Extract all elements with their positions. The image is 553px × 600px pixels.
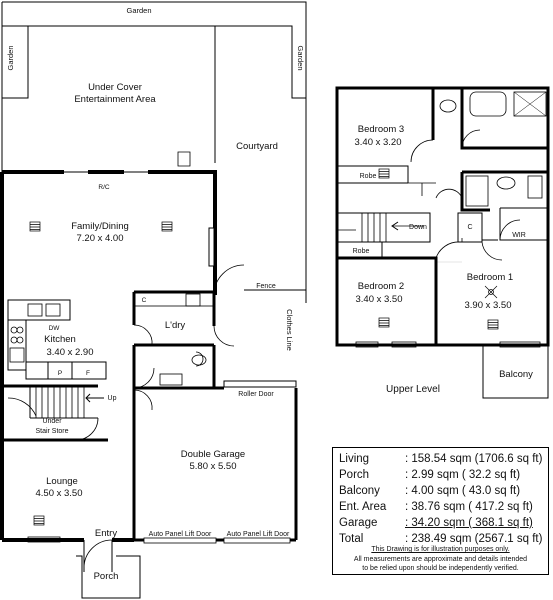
garden-right-label: Garden bbox=[296, 45, 305, 70]
rc-label: R/C bbox=[98, 184, 110, 191]
entertainment-label-1: Under Cover bbox=[88, 82, 142, 93]
down-label: Down bbox=[409, 224, 427, 231]
upper-level-title: Upper Level bbox=[386, 384, 440, 395]
kitchen-dims: 3.40 x 2.90 bbox=[46, 347, 93, 358]
area-value: : 158.54 sqm (1706.6 sq ft) bbox=[405, 453, 543, 465]
bedroom3-name: Bedroom 3 bbox=[358, 124, 404, 135]
disclaimer: This Drawing is for illustration purpose… bbox=[332, 545, 549, 574]
disclaimer-line-3: to be relied upon should be independentl… bbox=[362, 565, 519, 572]
area-name: Porch bbox=[339, 469, 370, 481]
area-value: : 38.76 sqm ( 417.2 sq ft) bbox=[405, 501, 533, 513]
roller-door-label: Roller Door bbox=[238, 391, 274, 398]
linen-c-label: C bbox=[467, 224, 472, 231]
disclaimer-line-1: This Drawing is for illustration purpose… bbox=[371, 546, 510, 553]
dw-label: DW bbox=[49, 325, 61, 332]
bedroom3-dims: 3.40 x 3.20 bbox=[354, 137, 401, 148]
laundry-label: L'dry bbox=[165, 320, 186, 331]
area-name: Total bbox=[339, 533, 364, 545]
entertainment-label-2: Entertainment Area bbox=[74, 94, 156, 105]
light-icon bbox=[29, 221, 41, 232]
family-dims: 7.20 x 4.00 bbox=[76, 233, 123, 244]
area-name: Ent. Area bbox=[339, 501, 387, 513]
area-row-balcony: Balcony : 4.00 sqm ( 43.0 sq ft) bbox=[339, 483, 520, 499]
garage-dims: 5.80 x 5.50 bbox=[189, 461, 236, 472]
balcony-label: Balcony bbox=[499, 369, 533, 380]
light-icon bbox=[161, 221, 173, 232]
area-name: Garage bbox=[339, 517, 378, 529]
area-value: : 238.49 sqm (2567.1 sq ft) bbox=[405, 533, 543, 545]
wir-label: WIR bbox=[512, 232, 526, 239]
bedroom1-name: Bedroom 1 bbox=[467, 272, 513, 283]
light-icon bbox=[33, 515, 45, 526]
area-row-total: Total : 238.49 sqm (2567.1 sq ft) bbox=[339, 531, 542, 547]
courtyard-label: Courtyard bbox=[236, 141, 278, 152]
ceiling-fan-icon bbox=[484, 285, 498, 299]
garden-left-label: Garden bbox=[6, 45, 15, 70]
disclaimer-line-2: All measurements are approximate and det… bbox=[353, 555, 528, 563]
area-row-ent-area: Ent. Area : 38.76 sqm ( 417.2 sq ft) bbox=[339, 499, 533, 515]
fence-label: Fence bbox=[256, 283, 276, 290]
clothes-line-label: Clothes Line bbox=[285, 309, 294, 351]
area-value: : 4.00 sqm ( 43.0 sq ft) bbox=[405, 485, 521, 497]
garden-top-label: Garden bbox=[126, 6, 151, 15]
area-name: Living bbox=[339, 453, 370, 465]
bedroom2-name: Bedroom 2 bbox=[358, 281, 404, 292]
lounge-name: Lounge bbox=[46, 476, 78, 487]
garage-name: Double Garage bbox=[181, 449, 245, 460]
lift-door-label-2: Auto Panel Lift Door bbox=[227, 531, 290, 538]
light-icon bbox=[487, 319, 499, 330]
area-row-garage: Garage : 34.20 sqm ( 368.1 sq ft) bbox=[339, 515, 533, 531]
area-value: : 2.99 sqm ( 32.2 sq ft) bbox=[405, 469, 521, 481]
up-label: Up bbox=[108, 395, 117, 402]
lounge-dims: 4.50 x 3.50 bbox=[35, 488, 82, 499]
bedroom2-dims: 3.40 x 3.50 bbox=[355, 294, 402, 305]
pantry-label: P bbox=[58, 370, 62, 377]
porch-label: Porch bbox=[94, 571, 119, 582]
entry-label: Entry bbox=[95, 528, 117, 539]
light-icon bbox=[378, 168, 390, 179]
laundry-c-label: C bbox=[142, 297, 147, 304]
area-name: Balcony bbox=[339, 485, 380, 497]
robe-b3-label: Robe bbox=[360, 173, 377, 180]
area-row-living: Living : 158.54 sqm (1706.6 sq ft) bbox=[339, 451, 542, 467]
under-stair-label-1: Under bbox=[42, 418, 62, 425]
area-row-porch: Porch : 2.99 sqm ( 32.2 sq ft) bbox=[339, 467, 520, 483]
area-summary-table: Living : 158.54 sqm (1706.6 sq ft) Porch:… bbox=[332, 447, 549, 575]
fridge-label: F bbox=[86, 370, 90, 377]
kitchen-name: Kitchen bbox=[44, 334, 76, 345]
robe-b2-label: Robe bbox=[353, 248, 370, 255]
lift-door-label-1: Auto Panel Lift Door bbox=[149, 531, 212, 538]
family-name: Family/Dining bbox=[71, 221, 129, 232]
bedroom1-dims: 3.90 x 3.50 bbox=[464, 300, 511, 311]
area-value: : 34.20 sqm ( 368.1 sq ft) bbox=[405, 517, 533, 529]
light-icon bbox=[378, 317, 390, 328]
under-stair-label-2: Stair Store bbox=[35, 428, 68, 435]
